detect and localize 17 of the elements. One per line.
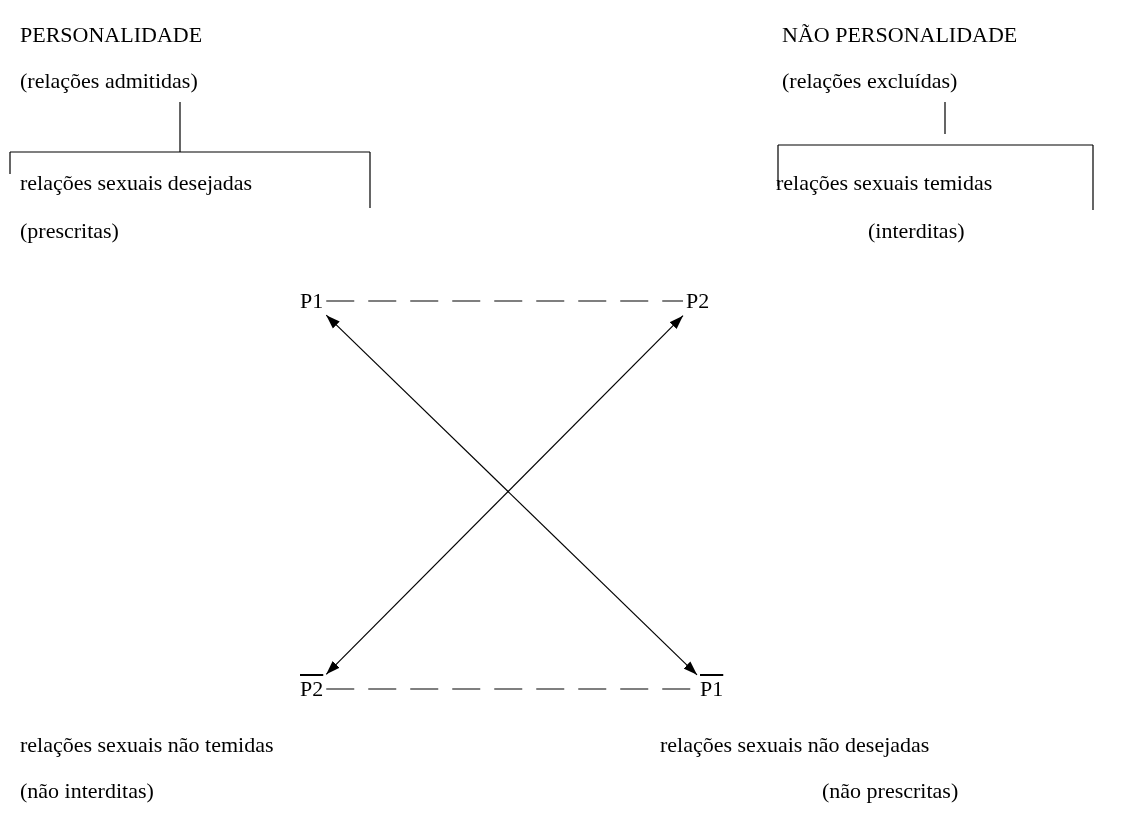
description-text: relações sexuais temidas [776,170,993,196]
heading-text: NÃO PERSONALIDADE [782,22,1018,48]
note-text: (não interditas) [20,778,154,804]
term-symbol: P1 [300,288,324,314]
term-symbol: P1 [700,676,724,702]
subheading-text: (relações excluídas) [782,68,958,94]
note-text: (não prescritas) [822,778,959,804]
term-symbol: P2 [300,676,324,702]
note-text: (interditas) [868,218,965,244]
note-text: (prescritas) [20,218,119,244]
description-text: relações sexuais desejadas [20,170,253,196]
term-symbol: P2 [686,288,710,314]
description-text: relações sexuais não desejadas [660,732,930,758]
dashed-line [325,300,684,302]
description-text: relações sexuais não temidas [20,732,274,758]
heading-text: PERSONALIDADE [20,22,203,48]
subheading-text: (relações admitidas) [20,68,198,94]
